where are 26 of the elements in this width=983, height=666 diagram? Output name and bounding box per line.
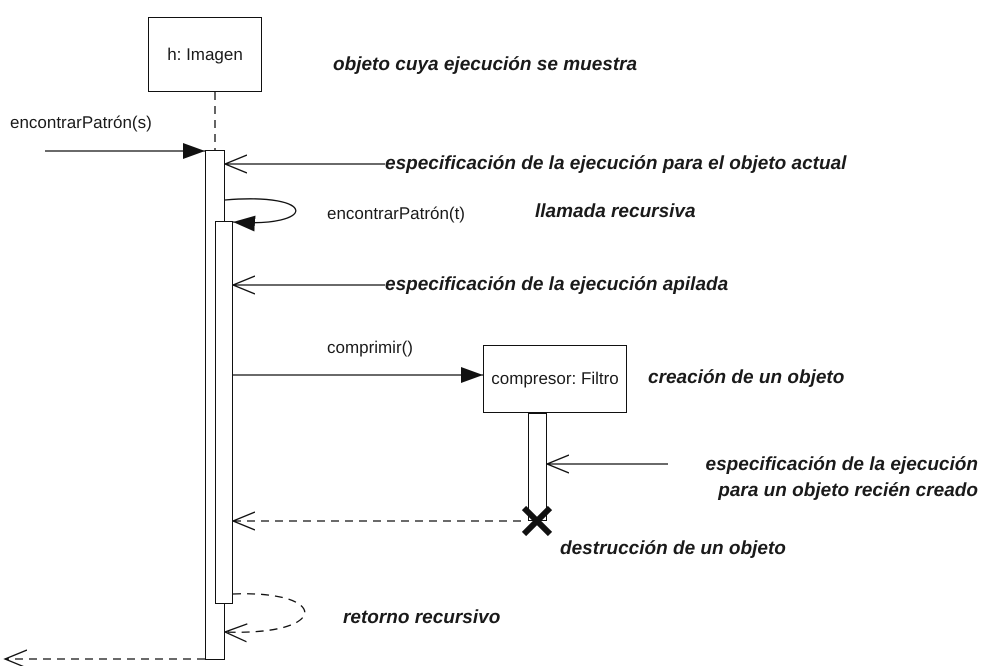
message-label: comprimir() (325, 338, 415, 358)
message-label: encontrarPatrón(t) (325, 204, 467, 224)
return-arrow (232, 511, 521, 531)
annotation-text: llamada recursiva (535, 200, 696, 224)
annotation-text: creación de un objeto (648, 366, 844, 390)
lifeline (214, 92, 216, 150)
leader-arrow (232, 275, 385, 295)
annotation-text: retorno recursivo (343, 606, 500, 630)
leader-arrow (224, 154, 385, 174)
destruction-cross (521, 505, 553, 537)
annotation-text: especificación de la ejecución apilada (385, 272, 805, 298)
return-arrow (224, 593, 306, 642)
annotation-text: especificación de la ejecución para el objeto actual (385, 151, 905, 177)
activation-bar (528, 413, 547, 521)
object-box: h: Imagen (148, 17, 262, 92)
annotation-text: especificación de la ejecución para un objeto recién creado (668, 452, 978, 504)
message-arrow (45, 143, 205, 159)
activation-bar (215, 221, 233, 604)
return-arrow (4, 649, 205, 666)
object-box: compresor: Filtro (483, 345, 627, 413)
message-label: encontrarPatrón(s) (8, 113, 154, 133)
annotation-text: destrucción de un objeto (560, 537, 786, 561)
leader-arrow (546, 454, 668, 474)
message-arrow (224, 198, 296, 231)
annotation-text: objeto cuya ejecución se muestra (333, 53, 638, 77)
message-arrow (233, 367, 483, 383)
